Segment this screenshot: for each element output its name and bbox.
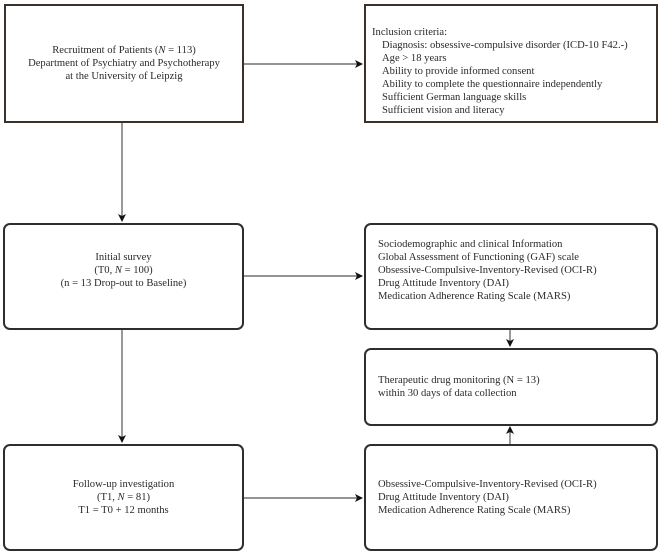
recruitment-line1: Recruitment of Patients (N = 113)	[52, 44, 196, 57]
text: (T0,	[94, 265, 115, 276]
inclusion-item: Sufficient vision and literacy	[382, 105, 505, 116]
text: Recruitment of Patients (	[52, 45, 159, 56]
follow-up-measures-box: Obsessive-Compulsive-Inventory-Revised (…	[364, 444, 658, 551]
measure-item: Medication Adherence Rating Scale (MARS)	[378, 505, 571, 516]
inclusion-item: Ability to complete the questionnaire in…	[382, 79, 603, 90]
followup-line1: Follow-up investigation	[72, 479, 175, 490]
recruitment-line3: at the University of Leipzig	[65, 71, 183, 82]
initial-line1: Initial survey	[95, 252, 152, 263]
text-italic: N	[117, 492, 125, 503]
inclusion-criteria-box: Inclusion criteria: Diagnosis: obsessive…	[364, 4, 658, 123]
text: = 113)	[165, 45, 196, 56]
recruitment-box: Recruitment of Patients (N = 113) Depart…	[4, 4, 244, 123]
text: = 100)	[121, 265, 153, 276]
tdm-line2: within 30 days of data collection	[378, 388, 517, 399]
inclusion-item: Ability to provide informed consent	[382, 66, 535, 77]
text-italic: N	[158, 45, 166, 56]
follow-up-box: Follow-up investigation (T1, N = 81) T1 …	[3, 444, 244, 551]
text: = 81)	[124, 492, 151, 503]
measure-item: Obsessive-Compulsive-Inventory-Revised (…	[378, 479, 597, 490]
inclusion-item: Sufficient German language skills	[382, 92, 527, 103]
followup-line2: (T1, N = 81)	[97, 491, 150, 504]
initial-line2: (T0, N = 100)	[94, 264, 152, 277]
tdm-box: Therapeutic drug monitoring (N = 13) wit…	[364, 348, 658, 426]
measure-item: Medication Adherence Rating Scale (MARS)	[378, 291, 571, 302]
measure-item: Sociodemographic and clinical Informatio…	[378, 239, 563, 250]
tdm-line1: Therapeutic drug monitoring (N = 13)	[378, 375, 540, 386]
followup-line3: T1 = T0 + 12 months	[78, 505, 169, 516]
measure-item: Drug Attitude Inventory (DAI)	[378, 278, 509, 289]
inclusion-item: Age > 18 years	[382, 53, 447, 64]
text: (T1,	[96, 492, 118, 503]
measure-item: Drug Attitude Inventory (DAI)	[378, 492, 509, 503]
measure-item: Obsessive-Compulsive-Inventory-Revised (…	[378, 265, 597, 276]
text-italic: N	[114, 265, 122, 276]
initial-survey-box: Initial survey (T0, N = 100) (n = 13 Dro…	[3, 223, 244, 330]
measure-item: Global Assessment of Functioning (GAF) s…	[378, 252, 579, 263]
inclusion-title: Inclusion criteria:	[372, 27, 448, 38]
recruitment-line2: Department of Psychiatry and Psychothera…	[28, 58, 220, 69]
initial-line3: (n = 13 Drop-out to Baseline)	[60, 278, 187, 289]
inclusion-item: Diagnosis: obsessive-compulsive disorder…	[382, 40, 628, 51]
baseline-measures-box: Sociodemographic and clinical Informatio…	[364, 223, 658, 330]
